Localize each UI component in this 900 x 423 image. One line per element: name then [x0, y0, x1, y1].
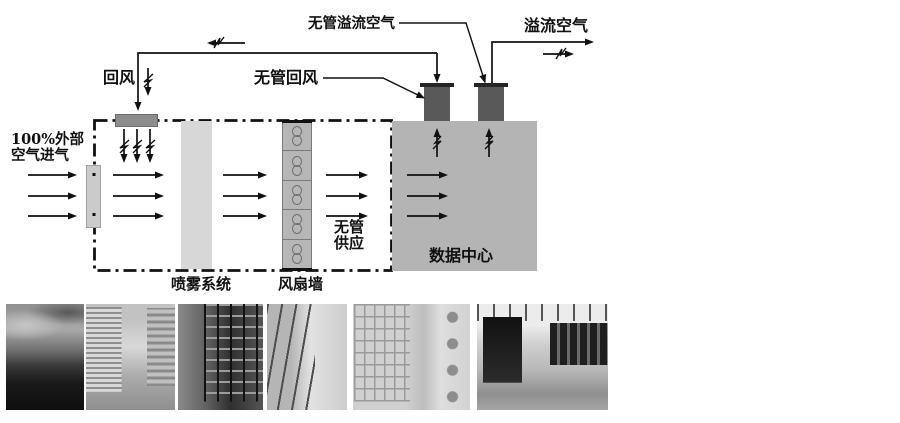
label-ductless-supply-line1: 无管: [333, 218, 364, 236]
label-ductless-return: 无管回风: [254, 68, 319, 87]
fan-unit: [283, 181, 311, 211]
fan-unit: [283, 122, 311, 152]
fan-wall: [282, 121, 312, 269]
label-ductless-supply-line2: 供应: [333, 234, 364, 252]
label-outside-air-intake: 100%外部 空气进气: [11, 132, 84, 164]
label-spray-system: 喷雾系统: [171, 275, 232, 293]
exhaust-stack-cap-2: [474, 83, 508, 87]
label-ductless-supply: 无管 供应: [327, 219, 371, 251]
photo-bright-corridor: [267, 304, 347, 410]
label-data-center: 数据中心: [429, 246, 494, 265]
photo-server-hall: [477, 304, 608, 410]
label-ductless-overflow: 无管溢流空气: [308, 15, 395, 32]
label-outside-air-line1: 100%外部: [11, 131, 85, 148]
photo-dark-lattice-corridor: [178, 304, 263, 410]
exhaust-stack-2: [478, 87, 504, 121]
fan-unit: [283, 240, 311, 268]
exhaust-stack-cap-1: [420, 83, 454, 87]
photo-exterior-sky: [6, 304, 84, 410]
photo-fan-nozzle-wall: [353, 304, 470, 410]
spray-system-band: [181, 121, 212, 269]
fan-unit: [283, 210, 311, 240]
label-fan-wall: 风扇墙: [278, 275, 324, 293]
return-air-diffuser: [115, 114, 158, 127]
label-overflow-air: 溢流空气: [524, 16, 589, 35]
label-return-air: 回风: [103, 68, 136, 87]
exhaust-stack-1: [424, 87, 450, 121]
fan-unit: [283, 151, 311, 181]
photo-louver-corridor: [86, 304, 175, 410]
label-outside-air-line2: 空气进气: [11, 147, 69, 164]
intake-damper: [86, 165, 101, 228]
